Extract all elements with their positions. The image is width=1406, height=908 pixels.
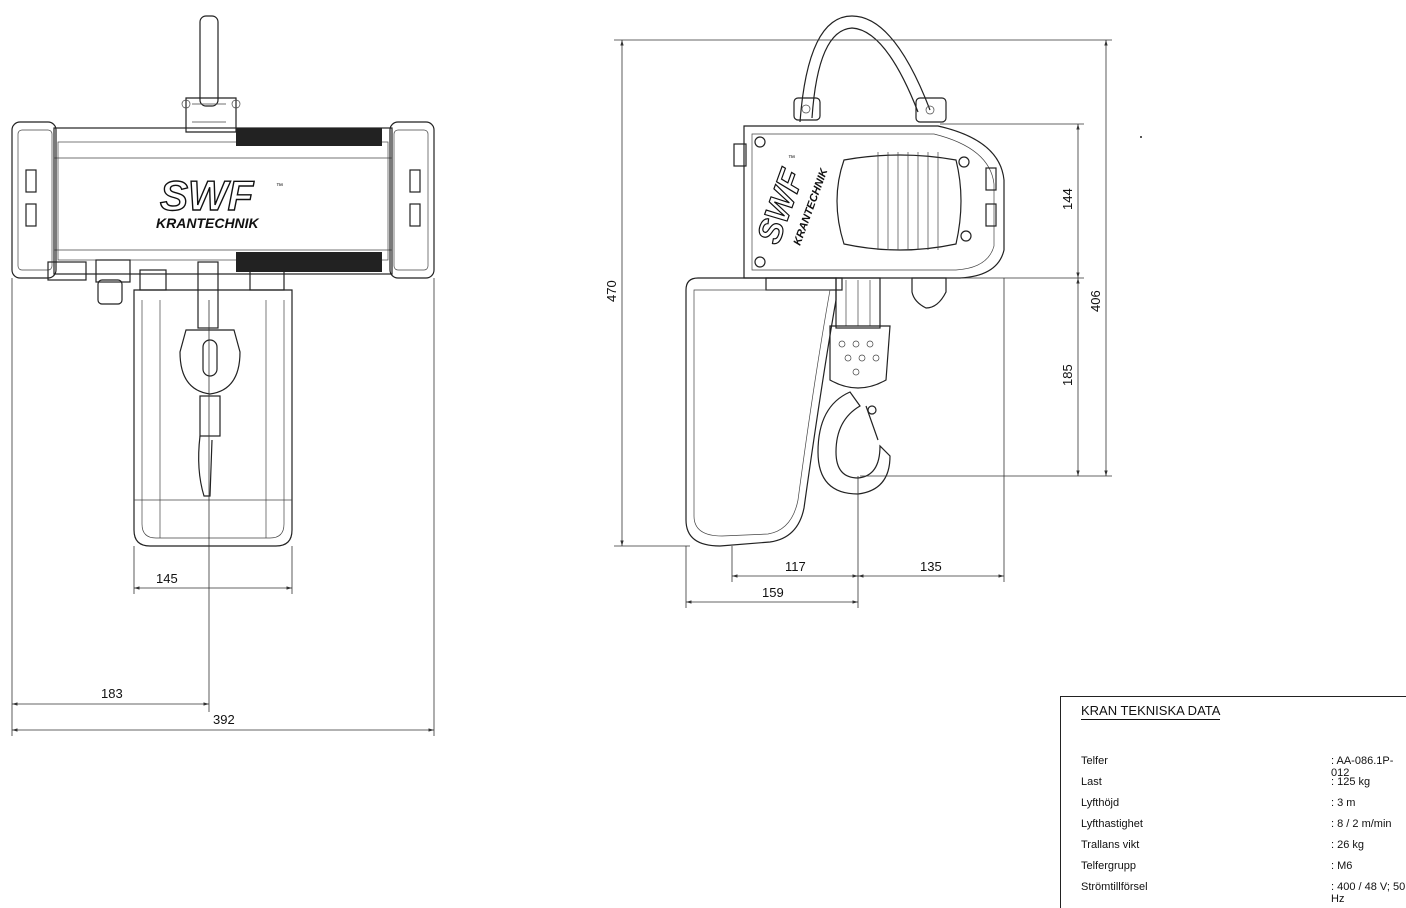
row-label: Lyfthastighet [1081, 818, 1143, 830]
side-view: SWF KRANTECHNIK ™ [604, 15, 1142, 608]
stray-dot [1140, 136, 1142, 138]
row-label: Strömtillförsel [1081, 881, 1148, 893]
technical-data-table: KRAN TEKNISKA DATA Telfer : AA-086.1P-01… [1060, 696, 1406, 908]
table-row: Strömtillförsel : 400 / 48 V; 50 Hz [1061, 881, 1406, 905]
table-row: Telfergrupp : M6 [1061, 860, 1406, 881]
row-label: Lyfthöjd [1081, 797, 1120, 809]
dim-label-145: 145 [156, 571, 178, 586]
row-value: : AA-086.1P-012 [1331, 755, 1394, 779]
dim-label-135: 135 [920, 559, 942, 574]
side-hook [817, 325, 891, 495]
table-title: KRAN TEKNISKA DATA [1081, 703, 1221, 720]
dim-label-185: 185 [1060, 364, 1075, 386]
row-value: : M6 [1331, 860, 1353, 872]
row-label: Last [1081, 776, 1102, 788]
side-fittings [765, 277, 947, 329]
row-value: : 3 m [1331, 797, 1356, 809]
dim-label-392: 392 [213, 712, 235, 727]
row-label: Telfergrupp [1081, 860, 1137, 872]
front-logo-sub: KRANTECHNIK [156, 215, 260, 231]
front-dimensions: 145 183 392 [11, 278, 435, 736]
table-row: Trallans vikt : 26 kg [1061, 839, 1406, 860]
front-hook-block [179, 261, 241, 497]
dim-label-117: 117 [785, 559, 806, 574]
front-chain-box [133, 289, 293, 547]
dim-label-144: 144 [1060, 188, 1075, 210]
side-top-handle [793, 15, 947, 123]
side-chain-box [685, 277, 837, 547]
dim-label-406: 406 [1088, 290, 1103, 312]
side-cover-ribs [877, 152, 939, 250]
row-value: : 400 / 48 V; 50 Hz [1331, 881, 1406, 905]
side-logo-tm: ™ [788, 155, 795, 162]
row-value: : 26 kg [1331, 839, 1365, 851]
front-logo-tm: ™ [276, 183, 283, 190]
table-row: Last : 125 kg [1061, 776, 1406, 797]
row-value: : 8 / 2 m/min [1331, 818, 1392, 830]
dim-label-159: 159 [762, 585, 784, 600]
row-label: Trallans vikt [1081, 839, 1140, 851]
side-dimensions: 470 144 185 406 117 135 159 [604, 39, 1112, 608]
front-top-hook [181, 15, 241, 133]
dim-label-470: 470 [604, 280, 619, 302]
row-value: : 125 kg [1331, 776, 1371, 788]
table-row: Telfer : AA-086.1P-012 [1061, 755, 1406, 779]
side-housing: SWF KRANTECHNIK ™ [733, 125, 1005, 279]
front-logo-main: SWF [160, 172, 255, 219]
front-housing: SWF KRANTECHNIK ™ [11, 121, 435, 279]
table-row: Lyfthöjd : 3 m [1061, 797, 1406, 818]
front-view: SWF KRANTECHNIK ™ [11, 15, 435, 736]
dim-label-183: 183 [101, 686, 123, 701]
table-row: Lyfthastighet : 8 / 2 m/min [1061, 818, 1406, 839]
row-label: Telfer [1081, 755, 1108, 767]
